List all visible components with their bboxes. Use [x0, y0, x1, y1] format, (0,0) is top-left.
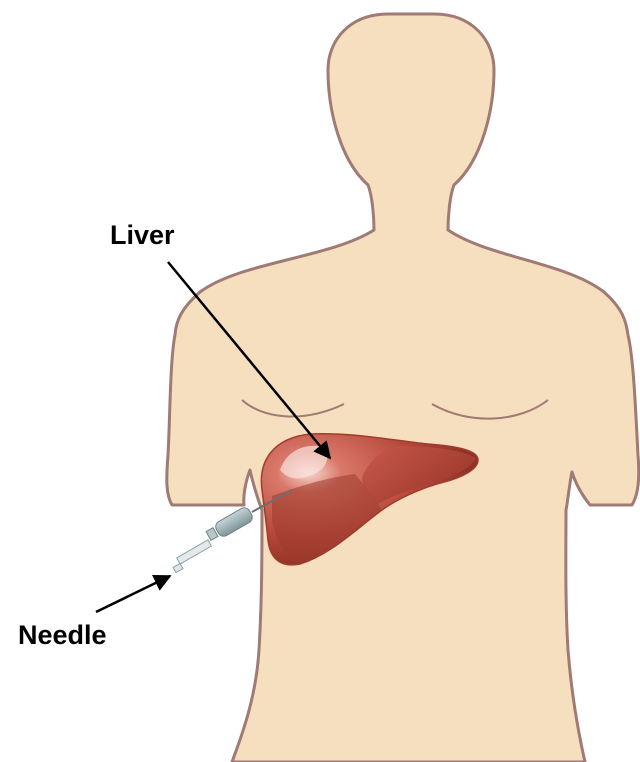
needle-plunger [177, 540, 212, 564]
needle-label: Needle [18, 620, 107, 650]
torso-silhouette [167, 14, 639, 762]
needle-tip [173, 563, 183, 572]
needle-barrel [214, 506, 255, 539]
liver-label: Liver [110, 220, 175, 250]
needle-pointer-arrow [96, 576, 170, 612]
